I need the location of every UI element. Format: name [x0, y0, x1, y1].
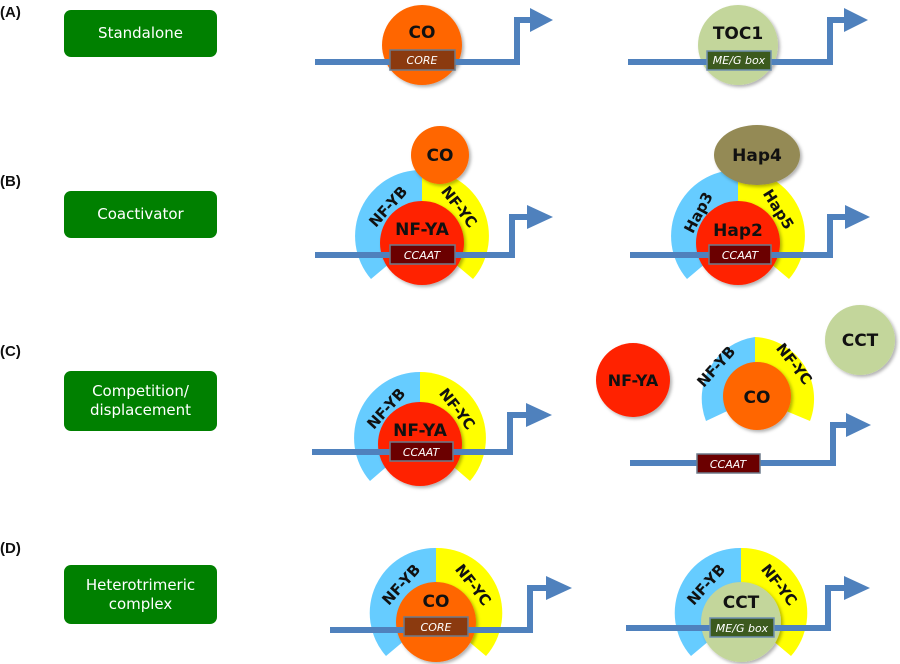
hap4-label: Hap4 — [732, 146, 782, 166]
ccaat-site — [389, 441, 454, 462]
cct-label: CCT — [842, 331, 879, 351]
arrow-head-icon — [844, 8, 868, 32]
core-site — [389, 49, 456, 71]
arrow-head-icon — [527, 205, 553, 229]
ccaat-site — [389, 244, 456, 265]
nf-ya-protein — [380, 201, 464, 285]
core-site-label: CORE — [407, 54, 438, 67]
mode-box-heterotrimeric: Heterotrimeric complex — [64, 565, 217, 624]
ccaat-site-label: CCAAT — [710, 458, 748, 471]
co-protein — [382, 5, 462, 85]
hap4-protein — [714, 125, 800, 185]
co-label: CO — [423, 592, 450, 612]
mode-label-line1: Competition/ — [92, 382, 189, 400]
meg-box-site — [709, 617, 775, 638]
panel-d-left: NF-YB NF-YC CO CORE — [330, 547, 572, 662]
co-label: CO — [744, 388, 771, 408]
core-site-label: CORE — [421, 621, 452, 634]
nf-ya-label: NF-YA — [393, 421, 448, 441]
panel-label-a: (A) — [0, 4, 21, 21]
panel-label-b: (B) — [0, 173, 21, 190]
hap2-label: Hap2 — [713, 221, 763, 241]
panel-label-d: (D) — [0, 540, 21, 557]
hap2-protein — [696, 201, 780, 285]
mode-box-standalone: Standalone — [64, 10, 217, 57]
arrow-head-icon — [844, 576, 870, 600]
panel-b-right: Hap3 Hap5 Hap2 Hap4 CCAAT — [630, 125, 870, 285]
mode-label-line2: displacement — [89, 401, 192, 419]
ccaat-site-label: CCAAT — [404, 249, 442, 262]
meg-box-site — [706, 50, 772, 71]
panel-b-left: NF-YB NF-YC NF-YA CO CCAAT — [315, 126, 553, 285]
arrow-head-icon — [846, 413, 871, 437]
ccaat-site — [696, 453, 761, 474]
arrow-head-icon — [526, 403, 552, 427]
meg-box-label: ME/G box — [713, 54, 766, 67]
toc1-label: TOC1 — [713, 24, 763, 44]
co-protein — [411, 126, 469, 184]
mode-box-coactivator: Coactivator — [64, 191, 217, 238]
toc1-protein — [698, 5, 778, 85]
free-nf-ya-protein — [596, 343, 670, 417]
co-label: CO — [409, 23, 436, 43]
mode-label: Coactivator — [97, 205, 184, 223]
meg-box-label: ME/G box — [716, 622, 769, 635]
nf-ya-label: NF-YA — [395, 220, 450, 240]
panel-c-right: NF-YA NF-YB NF-YC CO CCT CCAAT — [596, 305, 895, 474]
co-protein — [723, 362, 791, 430]
mode-label-line1: Heterotrimeric — [85, 575, 196, 594]
arrow-head-icon — [845, 205, 870, 229]
co-label: CO — [427, 146, 454, 166]
mode-box-competition: Competition/ displacement — [64, 371, 217, 431]
ccaat-site — [708, 244, 772, 265]
panel-c-left: NF-YB NF-YC NF-YA CCAAT — [312, 372, 552, 486]
arrow-head-icon — [546, 576, 572, 600]
mode-label: Standalone — [98, 24, 183, 42]
ccaat-site-label: CCAAT — [722, 249, 760, 262]
panel-d-right: NF-YB NF-YC CCT ME/G box — [626, 547, 870, 662]
free-nf-ya-label: NF-YA — [608, 371, 659, 390]
arrow-head-icon — [530, 8, 553, 32]
ccaat-site-label: CCAAT — [403, 446, 441, 459]
cct-protein — [825, 305, 895, 375]
panel-a-right: TOC1 ME/G box — [628, 5, 868, 85]
cct-label: CCT — [723, 593, 760, 613]
core-site — [403, 616, 469, 637]
panel-a-left: CO CORE — [315, 5, 553, 85]
mode-label-line2: complex — [108, 594, 173, 613]
panel-label-c: (C) — [0, 343, 21, 360]
